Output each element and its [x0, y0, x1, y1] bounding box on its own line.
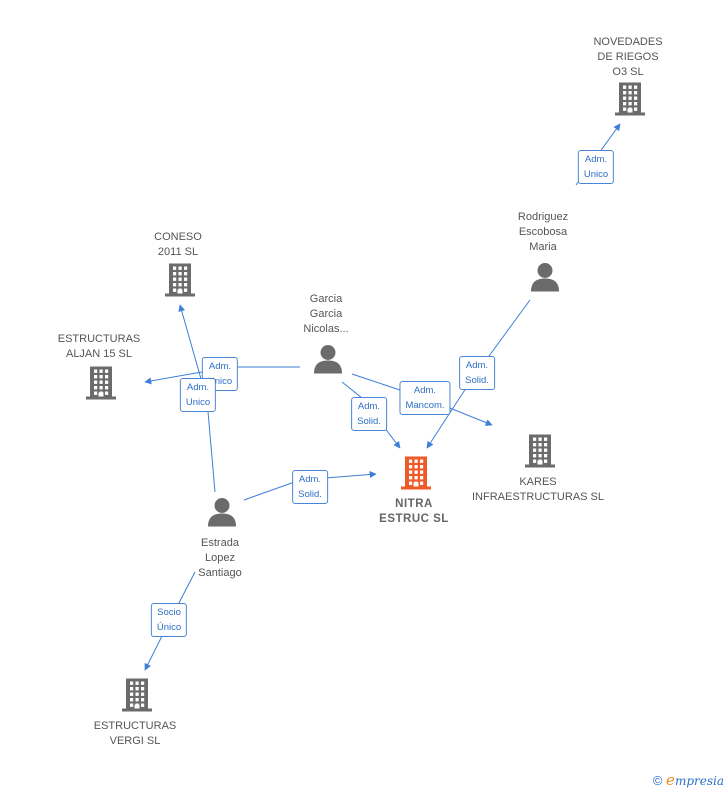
main-company-icon[interactable]	[401, 456, 431, 495]
edge-label-estrada-to-vergi[interactable]: Socio Único	[150, 603, 188, 637]
empresia-logo: empresia	[666, 771, 724, 789]
node-label-aljan[interactable]: ESTRUCTURAS ALJAN 15 SL	[57, 333, 141, 360]
edge-label-rodriguez-to-novedades[interactable]: Adm. Unico	[577, 150, 615, 184]
person-icon[interactable]	[207, 497, 237, 532]
copyright-symbol: ©	[652, 773, 663, 788]
node-label-estrada[interactable]: Estrada Lopez Santiago	[198, 537, 242, 579]
node-label-coneso[interactable]: CONESO 2011 SL	[154, 231, 202, 258]
building-icon[interactable]	[525, 434, 555, 473]
edge-label-rodriguez-to-nitra[interactable]: Adm. Solid.	[459, 356, 495, 390]
node-label-kares[interactable]: KARES INFRAESTRUCTURAS SL	[471, 476, 605, 503]
building-icon[interactable]	[615, 82, 645, 121]
building-icon[interactable]	[165, 263, 195, 302]
person-icon[interactable]	[313, 344, 343, 379]
building-icon[interactable]	[122, 678, 152, 717]
edge-label-garcia-to-kares[interactable]: Adm. Mancom.	[399, 381, 451, 415]
edge-label-estrada-to-nitra[interactable]: Adm. Solid.	[292, 470, 328, 504]
edge-label-estrada-to-coneso[interactable]: Adm. Unico	[179, 378, 217, 412]
node-label-novedades[interactable]: NOVEDADES DE RIEGOS O3 SL	[593, 36, 663, 78]
node-label-vergi[interactable]: ESTRUCTURAS VERGI SL	[93, 720, 177, 747]
person-icon[interactable]	[530, 262, 560, 297]
copyright-brand[interactable]: © empresia	[653, 771, 724, 789]
node-label-rodriguez[interactable]: Rodriguez Escobosa Maria	[517, 211, 569, 253]
node-label-nitra[interactable]: NITRA ESTRUC SL	[379, 498, 449, 525]
node-label-garcia[interactable]: Garcia Garcia Nicolas...	[303, 293, 349, 335]
building-icon[interactable]	[86, 366, 116, 405]
edge-label-garcia-to-aljan[interactable]: Adm. Unico	[201, 357, 239, 391]
edge-label-garcia-to-nitra[interactable]: Adm. Solid.	[351, 397, 387, 431]
